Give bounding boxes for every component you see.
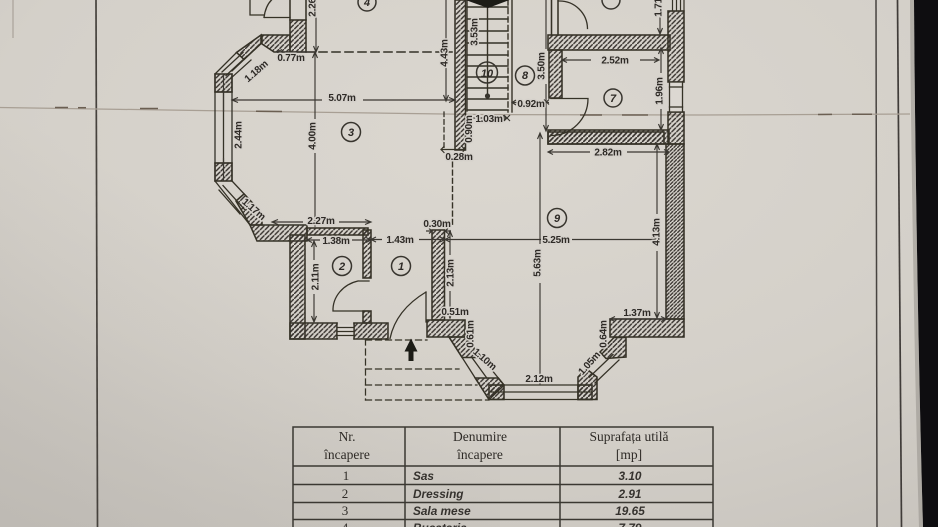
- svg-text:2: 2: [342, 486, 349, 501]
- svg-text:4: 4: [342, 520, 349, 527]
- svg-text:3.10: 3.10: [619, 469, 642, 483]
- svg-text:Bucataria: Bucataria: [413, 521, 467, 527]
- svg-text:1: 1: [343, 468, 350, 483]
- svg-text:încapere: încapere: [456, 447, 503, 462]
- svg-text:5.63m: 5.63m: [533, 249, 544, 277]
- svg-text:9: 9: [554, 213, 561, 225]
- svg-text:1.03m: 1.03m: [475, 114, 503, 125]
- svg-text:4.43m: 4.43m: [440, 39, 451, 67]
- svg-text:0.90m: 0.90m: [464, 115, 475, 143]
- svg-text:Sala mese: Sala mese: [413, 504, 471, 518]
- svg-text:2.27m: 2.27m: [307, 216, 335, 227]
- svg-text:10: 10: [481, 68, 494, 80]
- svg-text:0.92m: 0.92m: [517, 99, 545, 110]
- svg-text:Dressing: Dressing: [413, 487, 463, 501]
- svg-text:1.38m: 1.38m: [322, 236, 350, 247]
- svg-text:Suprafața utilă: Suprafața utilă: [589, 429, 668, 444]
- svg-text:0.64m: 0.64m: [599, 320, 610, 348]
- svg-text:3: 3: [348, 127, 354, 139]
- svg-text:0.77m: 0.77m: [277, 53, 305, 64]
- svg-text:0.28m: 0.28m: [445, 152, 473, 163]
- svg-text:4.00m: 4.00m: [308, 122, 319, 150]
- svg-text:[mp]: [mp]: [616, 447, 642, 462]
- svg-text:1: 1: [398, 261, 404, 273]
- svg-text:7.79: 7.79: [619, 521, 642, 527]
- svg-text:5.07m: 5.07m: [328, 93, 356, 104]
- svg-text:2.91: 2.91: [618, 487, 642, 501]
- svg-text:2.82m: 2.82m: [594, 148, 622, 159]
- svg-text:Sas: Sas: [413, 469, 434, 483]
- svg-text:3: 3: [342, 503, 349, 518]
- svg-text:Nr.: Nr.: [339, 429, 356, 444]
- svg-text:2.26m: 2.26m: [308, 0, 319, 17]
- svg-text:4: 4: [363, 0, 370, 9]
- svg-text:8: 8: [522, 70, 529, 82]
- svg-text:0.51m: 0.51m: [441, 307, 469, 318]
- svg-text:3.53m: 3.53m: [470, 18, 481, 46]
- svg-text:1.96m: 1.96m: [655, 77, 666, 105]
- svg-text:încapere: încapere: [323, 447, 370, 462]
- svg-text:1.71m: 1.71m: [654, 0, 665, 17]
- svg-text:2.44m: 2.44m: [234, 121, 245, 149]
- svg-text:Denumire: Denumire: [453, 429, 507, 444]
- svg-text:2.13m: 2.13m: [446, 259, 457, 287]
- svg-text:0.30m: 0.30m: [423, 219, 451, 230]
- svg-text:2.52m: 2.52m: [601, 56, 629, 67]
- svg-text:2: 2: [338, 261, 345, 273]
- svg-text:0.61m: 0.61m: [466, 320, 477, 348]
- svg-text:5.25m: 5.25m: [542, 235, 570, 246]
- svg-text:19.65: 19.65: [615, 504, 645, 518]
- svg-text:1.43m: 1.43m: [386, 235, 414, 246]
- svg-text:7: 7: [610, 93, 617, 105]
- svg-text:2.11m: 2.11m: [311, 263, 322, 290]
- svg-text:4.13m: 4.13m: [652, 218, 663, 246]
- svg-text:3.50m: 3.50m: [537, 52, 548, 80]
- svg-text:1.37m: 1.37m: [623, 308, 651, 319]
- svg-text:2.12m: 2.12m: [525, 374, 553, 385]
